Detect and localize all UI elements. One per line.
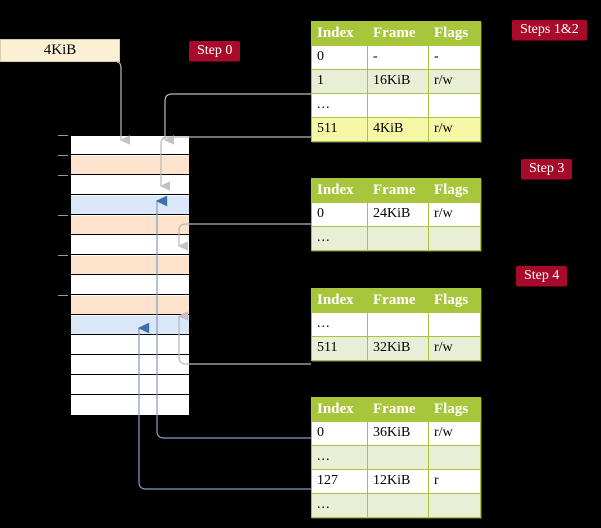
step-badge-step-4: Step 4 — [516, 266, 568, 286]
table-row[interactable]: ... — [311, 93, 481, 118]
step-badge-step-3: Step 3 — [521, 159, 573, 179]
page-table-level-1: Index Frame Flags 0 24KiB r/w ... — [311, 178, 481, 251]
column-header-frame: Frame — [367, 178, 429, 203]
column-header-flags: Flags — [428, 397, 481, 422]
memory-row — [71, 376, 189, 395]
table-header-row: Index Frame Flags — [311, 178, 481, 203]
cell-frame: 12KiB — [367, 469, 429, 494]
memory-tick — [58, 155, 68, 156]
cell-index: ... — [311, 445, 368, 470]
source-frame-label: 4KiB — [43, 42, 77, 58]
cell-frame — [367, 445, 429, 470]
cell-frame: 16KiB — [367, 69, 429, 94]
cell-flags — [428, 93, 481, 118]
cell-flags — [428, 493, 481, 518]
wire-step4 — [177, 311, 311, 365]
table-row[interactable]: 127 12KiB r — [311, 469, 481, 494]
table-row[interactable]: ... — [311, 312, 481, 337]
table-header-row: Index Frame Flags — [311, 21, 481, 46]
memory-tick — [58, 135, 68, 136]
table-header-row: Index Frame Flags — [311, 288, 481, 313]
memory-tick — [58, 175, 68, 176]
column-header-flags: Flags — [428, 21, 481, 46]
memory-tick — [58, 215, 68, 216]
cell-frame: 36KiB — [367, 421, 429, 446]
cell-index: 127 — [311, 469, 368, 494]
cell-frame: - — [367, 45, 429, 70]
table-row[interactable]: 0 36KiB r/w — [311, 421, 481, 446]
wire-step0 — [116, 61, 130, 145]
memory-tick — [58, 255, 68, 256]
column-header-index: Index — [311, 21, 368, 46]
table-row[interactable]: ... — [311, 226, 481, 251]
column-header-frame: Frame — [367, 397, 429, 422]
table-row[interactable]: ... — [311, 493, 481, 518]
page-table-level-2: Index Frame Flags ... 511 32KiB r/w — [311, 288, 481, 361]
memory-tick — [58, 295, 68, 296]
memory-row — [71, 256, 189, 275]
memory-row — [71, 336, 189, 355]
cell-frame: 32KiB — [367, 336, 429, 361]
column-header-flags: Flags — [428, 178, 481, 203]
memory-row — [71, 316, 189, 335]
wire-step3 — [177, 223, 311, 251]
cell-flags: r/w — [428, 202, 481, 227]
wire-steps12-b — [163, 93, 311, 145]
memory-row — [71, 156, 189, 175]
cell-flags: - — [428, 45, 481, 70]
cell-flags — [428, 445, 481, 470]
table-row[interactable]: 0 - - — [311, 45, 481, 70]
memory-row — [71, 296, 189, 315]
cell-flags: r/w — [428, 117, 481, 142]
cell-index: ... — [311, 493, 368, 518]
page-table-level-0: Index Frame Flags 0 - - 1 16KiB r/w ... … — [311, 21, 481, 142]
cell-index: ... — [311, 312, 368, 337]
cell-frame — [367, 226, 429, 251]
table-row[interactable]: 1 16KiB r/w — [311, 69, 481, 94]
memory-row — [71, 136, 189, 155]
cell-index: 0 — [311, 45, 368, 70]
source-frame-box: 4KiB — [0, 39, 120, 62]
table-header-row: Index Frame Flags — [311, 397, 481, 422]
cell-index: 0 — [311, 421, 368, 446]
cell-flags — [428, 226, 481, 251]
cell-frame — [367, 93, 429, 118]
step-badge-step-0: Step 0 — [189, 41, 241, 61]
table-row[interactable]: 511 32KiB r/w — [311, 336, 481, 361]
table-row-highlighted[interactable]: 511 4KiB r/w — [311, 117, 481, 142]
physical-memory-column — [70, 135, 190, 415]
column-header-index: Index — [311, 178, 368, 203]
memory-row — [71, 396, 189, 415]
cell-frame — [367, 493, 429, 518]
cell-index: 0 — [311, 202, 368, 227]
column-header-flags: Flags — [428, 288, 481, 313]
step-badge-steps-1and2: Steps 1&2 — [512, 20, 587, 40]
cell-index: ... — [311, 226, 368, 251]
cell-flags: r — [428, 469, 481, 494]
memory-row — [71, 176, 189, 195]
cell-frame: 24KiB — [367, 202, 429, 227]
memory-row — [71, 196, 189, 215]
cell-index: 511 — [311, 336, 368, 361]
cell-flags — [428, 312, 481, 337]
memory-row — [71, 236, 189, 255]
cell-flags: r/w — [428, 421, 481, 446]
memory-row — [71, 356, 189, 375]
table-row[interactable]: ... — [311, 445, 481, 470]
memory-row — [71, 216, 189, 235]
cell-flags: r/w — [428, 69, 481, 94]
column-header-index: Index — [311, 397, 368, 422]
column-header-index: Index — [311, 288, 368, 313]
cell-index: 511 — [311, 117, 368, 142]
cell-index: 1 — [311, 69, 368, 94]
cell-frame — [367, 312, 429, 337]
column-header-frame: Frame — [367, 21, 429, 46]
page-table-level-3: Index Frame Flags 0 36KiB r/w ... 127 12… — [311, 397, 481, 518]
cell-frame: 4KiB — [367, 117, 429, 142]
cell-index: ... — [311, 93, 368, 118]
table-row[interactable]: 0 24KiB r/w — [311, 202, 481, 227]
column-header-frame: Frame — [367, 288, 429, 313]
memory-row — [71, 276, 189, 295]
cell-flags: r/w — [428, 336, 481, 361]
